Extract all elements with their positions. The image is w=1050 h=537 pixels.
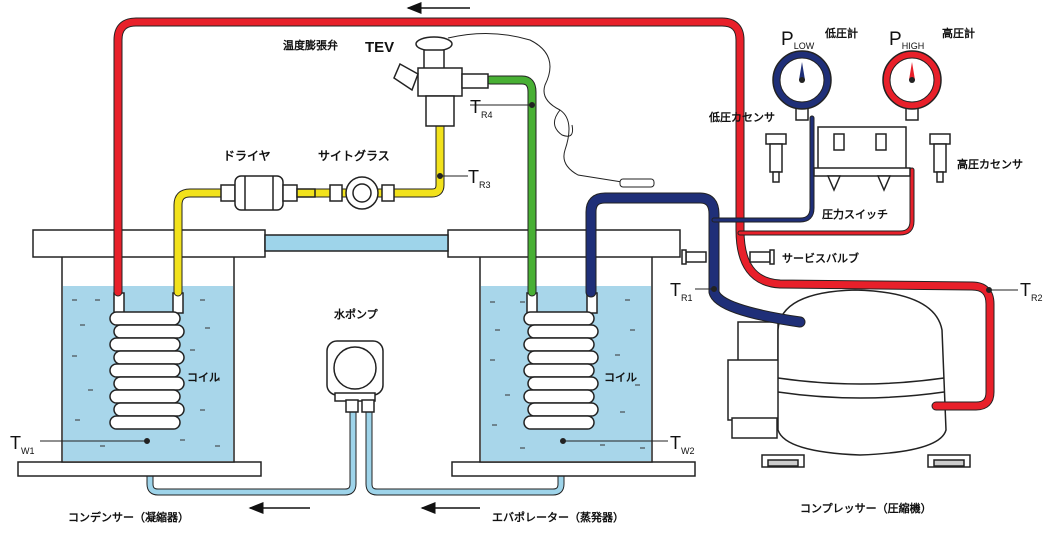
low-pressure-gauge <box>772 50 832 121</box>
evaporator-label: エバポレーター（蒸発器） <box>492 510 624 524</box>
tev-valve <box>393 36 489 127</box>
water-pump-label: 水ポンプ <box>334 307 379 321</box>
p-low-symbol: PLOW <box>781 29 815 51</box>
coil-left-label: コイル <box>187 371 220 384</box>
tr1-label: TR1 <box>670 280 693 303</box>
pressure-switch <box>813 126 911 192</box>
tev-jp-label: 温度膨張弁 <box>283 38 338 52</box>
tr2-label: TR2 <box>1020 280 1043 303</box>
tev-label: TEV <box>365 39 394 56</box>
low-sensor-label: 低圧カセンサ <box>708 110 775 124</box>
flow-arrows <box>248 1 480 514</box>
low-pressure-sensor <box>765 133 787 183</box>
condenser-label: コンデンサー（凝縮器） <box>68 510 189 524</box>
suction-line <box>585 115 815 328</box>
discharge-line <box>113 17 995 411</box>
dryer <box>220 175 316 211</box>
water-piping-fill <box>147 407 564 495</box>
pressure-switch-label: 圧力スイッチ <box>822 207 888 221</box>
tw1-label: TW1 <box>10 433 35 456</box>
coil-right-label: コイル <box>604 371 637 384</box>
dryer-label: ドライヤ <box>223 149 271 163</box>
tr4-label: TR4 <box>470 97 493 120</box>
water-dash-marks <box>72 299 220 447</box>
sight-glass-label: サイトグラス <box>318 148 390 163</box>
compressor-label: コンプレッサー（圧縮機） <box>800 501 932 515</box>
high-pressure-gauge <box>882 50 942 121</box>
water-pump <box>326 340 384 413</box>
tw2-label: TW2 <box>670 433 695 456</box>
low-gauge-label: 低圧計 <box>824 26 858 40</box>
tev-capillary <box>447 33 655 188</box>
tr3-label: TR3 <box>468 167 491 190</box>
high-gauge-label: 高圧計 <box>942 26 975 40</box>
water-dash-marks <box>490 299 645 449</box>
p-high-symbol: PHIGH <box>889 29 924 51</box>
service-valve-blue <box>681 249 707 265</box>
service-valve-red <box>749 249 775 265</box>
lid-connector-tube <box>264 234 449 252</box>
high-pressure-sensor <box>929 133 951 183</box>
evaporator-coil <box>523 292 599 430</box>
liquid-line <box>173 120 445 297</box>
sight-glass <box>329 176 395 210</box>
compressor <box>727 289 971 468</box>
service-valve-label: サービスバルブ <box>782 251 859 265</box>
high-sensor-label: 高圧カセンサ <box>957 157 1023 171</box>
condenser-coil <box>109 292 185 430</box>
tev-outlet-line <box>485 75 537 297</box>
probe-markers <box>40 102 1018 444</box>
